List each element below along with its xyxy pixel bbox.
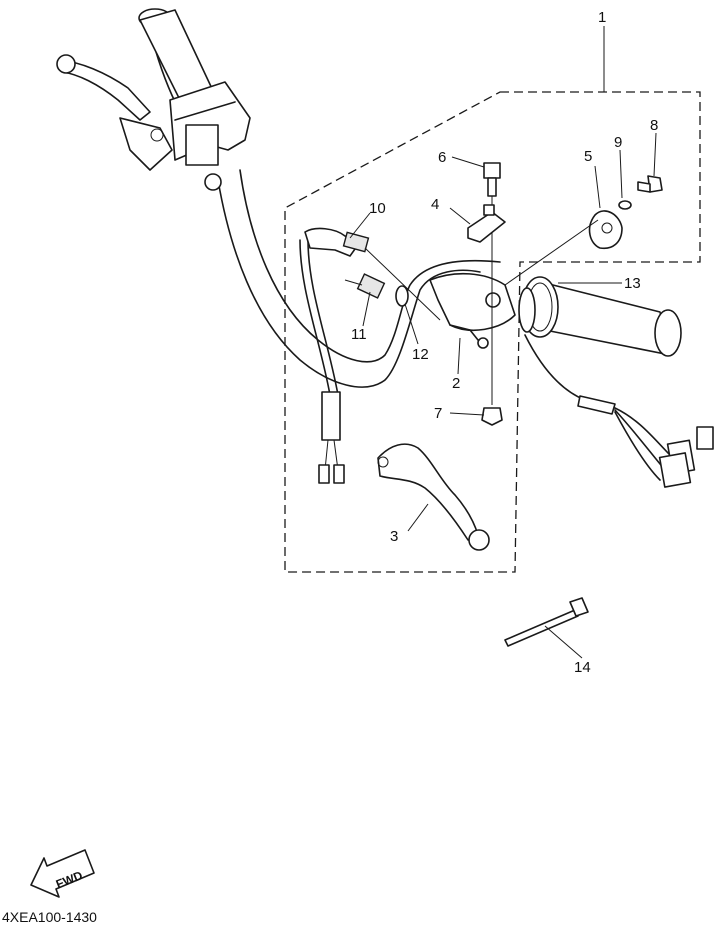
small-parts bbox=[504, 175, 663, 286]
left-grip-and-switch bbox=[139, 9, 251, 191]
lever-holder bbox=[429, 272, 516, 349]
cable-tie bbox=[504, 597, 589, 647]
throttle-grip bbox=[518, 276, 682, 357]
callout-8: 8 bbox=[650, 117, 658, 134]
clutch-cable bbox=[299, 227, 441, 484]
callout-14: 14 bbox=[574, 659, 591, 676]
callout-1: 1 bbox=[598, 9, 606, 26]
callout-9: 9 bbox=[614, 134, 622, 151]
diagram-code: 4XEA100-1430 bbox=[2, 909, 97, 925]
switch-block bbox=[467, 204, 506, 243]
callout-5: 5 bbox=[584, 148, 592, 165]
left-lever bbox=[56, 54, 173, 171]
leader-lines bbox=[349, 26, 657, 659]
wiring-harness bbox=[524, 334, 714, 488]
callout-13: 13 bbox=[624, 275, 641, 292]
right-lever bbox=[377, 443, 490, 551]
callout-2: 2 bbox=[452, 375, 460, 392]
bolt-and-nut bbox=[481, 162, 503, 426]
assembly-boundary bbox=[284, 91, 701, 573]
callout-12: 12 bbox=[412, 346, 429, 363]
callout-10: 10 bbox=[369, 200, 386, 217]
callout-3: 3 bbox=[390, 528, 398, 545]
callout-4: 4 bbox=[431, 196, 439, 213]
fwd-arrow-icon: FWD bbox=[30, 849, 95, 898]
callout-7: 7 bbox=[434, 405, 442, 422]
callout-6: 6 bbox=[438, 149, 446, 166]
callout-11: 11 bbox=[351, 326, 367, 343]
